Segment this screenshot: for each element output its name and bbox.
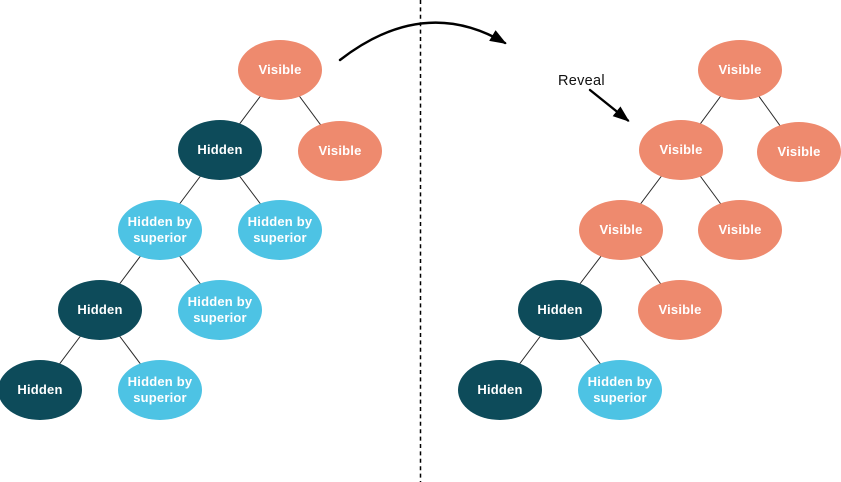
tree-edge [99, 229, 161, 311]
tree-edge [99, 309, 161, 391]
tree-edges-group [39, 69, 800, 391]
reveal-arrow [588, 88, 630, 122]
tree-edge [680, 149, 741, 231]
transition-arrow [338, 21, 507, 62]
reveal-label: Reveal [558, 73, 605, 89]
tree-edge [620, 229, 681, 311]
tree-edge [739, 69, 800, 153]
tree-edge [559, 309, 621, 391]
tree-edge [620, 149, 682, 231]
tree-edge [39, 309, 101, 391]
tree-edge [219, 69, 281, 151]
tree-edge [680, 69, 741, 151]
tree-edge [499, 309, 561, 391]
tree-edge [159, 229, 221, 311]
tree-edge [559, 229, 622, 311]
tree-edge [159, 149, 221, 231]
tree-edge [219, 149, 281, 231]
tree-edge [279, 69, 341, 152]
